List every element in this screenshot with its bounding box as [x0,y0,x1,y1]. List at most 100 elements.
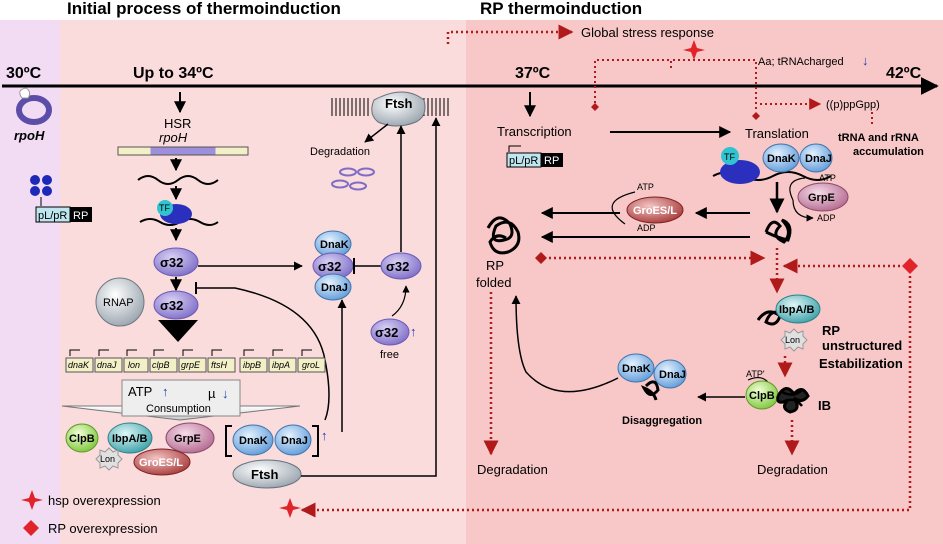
clpb-label-left: ClpB [69,433,95,445]
rp-label-left: RP [73,210,88,222]
tf-label-right: TF [724,152,735,162]
diamond-transcription [591,103,599,111]
rp-unstr-label-1: RP [822,323,840,338]
hsr-label: HSR [164,116,191,131]
sigma32-label-complex: σ32 [318,259,341,274]
rpoh-plasmid-icon [16,87,52,125]
mu-down-arrow: ↓ [222,386,229,401]
ib-label: IB [818,398,831,413]
global-stress-label: Global stress response [581,25,714,40]
tf-label-left: TF [159,203,170,213]
dnak-label-ribosome: DnaK [767,153,796,165]
ftsh-node-bottom [232,459,302,489]
rp-folded-label-1: RP [486,258,504,273]
dnaj-node-complex [314,273,352,301]
adp-label-grpe: ADP [817,213,836,223]
unfolded-protein-squiggle [764,218,792,244]
gene-clpb: clpB [152,360,170,370]
header-rp: RP thermoinduction [480,0,642,18]
header-initial: Initial process of thermoinduction [67,0,341,18]
dnaj-node-disagg [653,359,687,389]
temp-37: 37ºC [515,65,551,82]
promoter-box-left [35,206,92,223]
ribosome-tf [139,200,219,226]
dnak-label-left: DnaK [239,435,268,447]
sigma32-free-label: σ32 [375,325,398,340]
dnaj-label-complex: DnaJ [321,282,348,294]
atp-prime-label: ATP' [746,369,765,379]
sigma-free-up-arrow: ↑ [410,324,417,339]
gene-lon: lon [128,360,140,370]
ibpab-label-left: IbpA/B [112,433,147,445]
hsp-star-bottom [279,498,301,518]
promoter-label-left: pL/pR [38,210,67,222]
inclusion-body [776,387,810,414]
legend-hsp-label: hsp overexpression [48,493,161,508]
sigma32-node-2 [153,290,199,320]
aa-label: Aa; tRNAcharged [758,56,844,68]
stress-dotted-left [594,59,672,106]
folded-protein-squiggle [486,216,521,255]
rp-folded-label-2: folded [476,275,511,290]
sigma32-label-3: σ32 [386,259,409,274]
groesl-node-left [133,448,191,476]
ftsh-membrane-node [371,91,426,127]
free-label: free [380,349,399,361]
stress-dotted-right [670,59,757,112]
transcription-label: Transcription [497,124,572,139]
atp-label-groesl: ATP [637,182,654,192]
dnak-label-disagg: DnaK [622,363,651,375]
rpoh-label-left: rpoH [14,128,45,143]
ftsh-label-top: Ftsh [385,96,413,111]
hsp-star-top [683,40,705,60]
groesl-cycle [611,191,636,225]
atp-consumption-label: ATP [128,384,152,399]
dnak-node-ribosome [762,143,800,173]
arrow-disagg-to-folded [511,295,619,393]
gene-dnak: dnaK [68,360,90,370]
dnak-node-left [232,424,274,456]
dnaj-label-disagg: DnaJ [659,369,686,381]
rnap-label: RNAP [103,297,134,309]
disaggregation-label: Disaggregation [622,415,702,427]
grpe-node-left [165,422,215,454]
gene-grol: groL [302,360,320,370]
sigma32-node-1 [153,247,199,277]
ribosome-right [712,147,832,184]
temp-42: 42ºC [886,65,922,82]
aa-down-arrow: ↓ [862,53,869,68]
lon-label-right: Lon [785,335,800,345]
sigma32-label-2: σ32 [160,298,183,313]
promoter-label-right: pL/pR [509,155,538,167]
stress-dotted-arrow [446,24,574,44]
heat-shock-genes [65,349,326,373]
gene-ftsh: ftsH [211,360,228,370]
diamond-right [902,258,918,274]
promoter-box-right [506,145,563,168]
mu-label: µ [208,386,216,401]
legend-rp-icon [23,520,39,536]
grpe-label-right: GrpE [808,192,835,204]
rp-panel [466,20,943,544]
clpb-label-right: ClpB [749,390,775,402]
sigma32-node-3 [380,252,422,280]
dnaj-node-left [274,424,312,456]
disagg-protein-squiggle [640,380,660,401]
consumption-label: Consumption [146,403,211,415]
gene-grpe: grpE [181,360,201,370]
ibpab-node-left [107,422,153,454]
rp-label-promoter-right: RP [544,155,559,167]
dnaj-label-ribosome: DnaJ [805,153,832,165]
transcription-triangle [158,320,198,342]
groesl-label-right: GroES/L [633,205,677,217]
dnak-node-disagg [617,353,655,383]
grpe-cycle-top [789,177,806,201]
dnaj-label-left: DnaJ [281,435,308,447]
accum-label: accumulation [853,146,924,158]
sigma32-free-node [370,318,410,346]
trna-label: tRNA and rRNA [838,132,919,144]
degraded-fragments [331,167,375,191]
translation-label: Translation [745,126,809,141]
groesl-label-left: GroES/L [139,457,183,469]
